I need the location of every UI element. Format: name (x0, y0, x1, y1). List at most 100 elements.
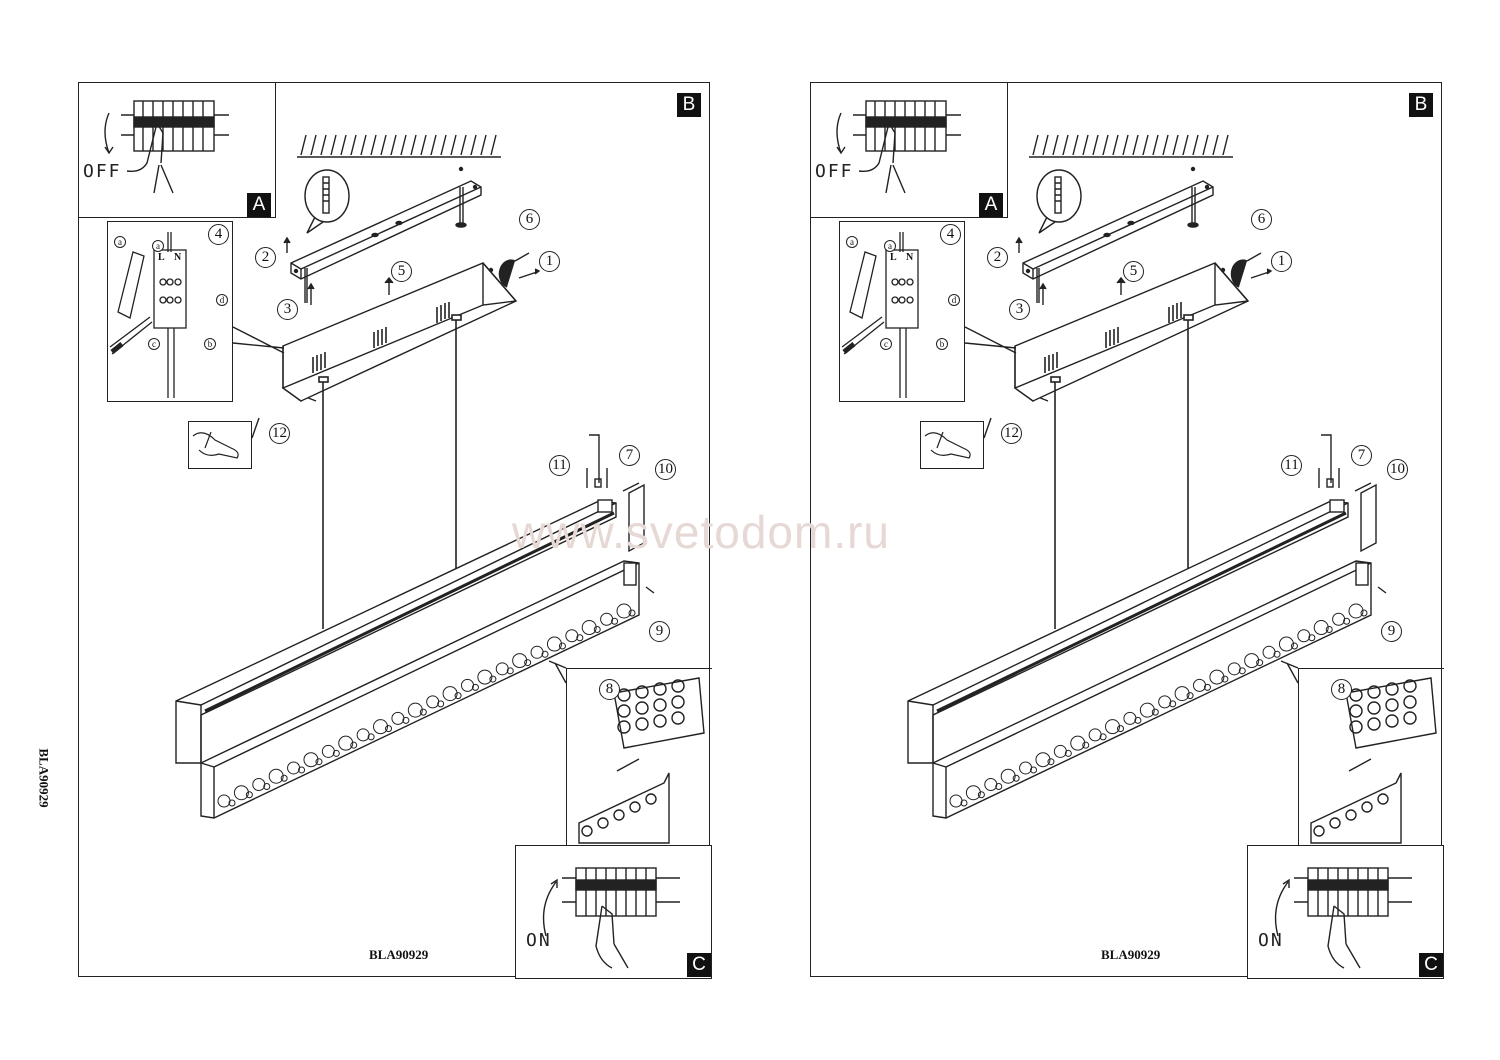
crystal-icon (1361, 801, 1373, 813)
crystal-icon (263, 782, 271, 790)
lamp-body (907, 499, 1349, 764)
step-number-11: 11 (1281, 455, 1302, 476)
step-number-3: 3 (1009, 299, 1030, 320)
crystal-icon (1221, 675, 1229, 683)
step-tag-c: C (1419, 953, 1443, 977)
terminal-block-icon (885, 249, 919, 329)
crystal-icon (671, 695, 685, 709)
suspension-cables (1050, 314, 1194, 629)
crystal-icon (1348, 603, 1364, 619)
step-number-1: 1 (1271, 251, 1292, 272)
crystal-icon (1313, 825, 1325, 837)
hand-icon (126, 122, 174, 194)
crystal-icon (245, 791, 253, 799)
allen-key (1318, 434, 1340, 488)
circuit-breaker-icon (853, 100, 961, 152)
circuit-breaker-icon (562, 867, 680, 917)
crystal-icon (1186, 692, 1194, 700)
crystal-icon (611, 617, 619, 625)
crystal-icon (407, 702, 423, 718)
sub-step-a: a (846, 236, 858, 248)
crystal-icon (512, 653, 528, 669)
crystal-icon (1403, 679, 1417, 693)
crystal-icon (367, 733, 375, 741)
crystal-icon (442, 686, 458, 702)
crystal-icon (1134, 716, 1142, 724)
cover-icon (117, 251, 145, 319)
crystal-icon (419, 708, 427, 716)
instruction-panel: OFF A B 4 a a c b d L N (78, 82, 712, 979)
document-code: BLA90929 (369, 947, 429, 962)
crystal-icon (1151, 708, 1159, 716)
sub-step-c: c (880, 338, 892, 350)
lamp-body (175, 499, 617, 764)
crystal-icon (653, 698, 667, 712)
step-number-12: 12 (269, 423, 290, 444)
step-c-power-on: ON (1247, 845, 1444, 979)
crystal-icon (1349, 704, 1363, 718)
cover-icon (849, 251, 877, 319)
dowel-detail (304, 169, 350, 234)
crystal-icon (617, 720, 631, 734)
crystal-icon (489, 675, 497, 683)
sub-step-b: b (936, 338, 948, 350)
sub-step-c: c (148, 338, 160, 350)
wire-label-l: L (890, 252, 897, 263)
mounting-bracket (1022, 166, 1214, 303)
step-c-power-on: ON (515, 845, 712, 979)
step-number-6: 6 (1251, 209, 1272, 230)
crystal-icon (233, 785, 249, 801)
crystal-icon (1403, 695, 1417, 709)
step-number-1: 1 (539, 251, 560, 272)
crystal-icon (1403, 711, 1417, 725)
step-number-2: 2 (987, 247, 1008, 268)
crystal-icon (268, 768, 284, 784)
crystal-icon (653, 682, 667, 696)
circuit-breaker-icon (121, 100, 229, 152)
crystal-icon (402, 716, 410, 724)
step-number-4: 4 (940, 224, 961, 245)
crystal-icon (546, 636, 562, 652)
step-number-10: 10 (655, 459, 676, 480)
crystal-icon (613, 809, 625, 821)
crystal-icon (576, 634, 584, 642)
step-number-12: 12 (1001, 423, 1022, 444)
diffuser-crystal-strip (200, 560, 640, 819)
on-label: ON (1258, 930, 1284, 951)
terminal-block-icon (153, 249, 187, 329)
crystal-icon (1345, 809, 1357, 821)
crystal-icon (960, 799, 968, 807)
ceiling-hatch (1029, 134, 1233, 158)
crystal-icon (1105, 719, 1121, 735)
crystal-icon (303, 752, 319, 768)
crystal-icon (1244, 653, 1260, 669)
crystal-icon (1070, 735, 1086, 751)
sub-step-a2: a (152, 240, 164, 252)
hand-tighten-detail (920, 421, 984, 469)
step-number-9: 9 (1381, 621, 1402, 642)
crystal-icon (1343, 617, 1351, 625)
side-document-code: BLA90929 (36, 748, 52, 808)
step-tag-a: A (247, 193, 271, 217)
crystal-icon (1256, 659, 1264, 667)
crystal-icon (1329, 817, 1341, 829)
crystal-icon (616, 603, 632, 619)
crystal-icon (477, 669, 493, 685)
crystal-icon (1203, 683, 1211, 691)
hand-icon (595, 905, 629, 969)
crystal-icon (617, 704, 631, 718)
off-label: OFF (815, 161, 854, 182)
rotate-down-arrow (836, 112, 846, 155)
document-code: BLA90929 (1101, 947, 1161, 962)
hand-icon (1327, 905, 1361, 969)
crystal-icon (1174, 686, 1190, 702)
crystal-icon (1308, 634, 1316, 642)
crystal-icon (593, 626, 601, 634)
crystal-icon (977, 791, 985, 799)
crystal-icon (1313, 620, 1329, 636)
step-a-power-off: OFF (810, 82, 1008, 218)
sub-step-b: b (204, 338, 216, 350)
crystal-icon (1385, 714, 1399, 728)
crystal-icon (1238, 667, 1246, 675)
crystal-icon (454, 692, 462, 700)
